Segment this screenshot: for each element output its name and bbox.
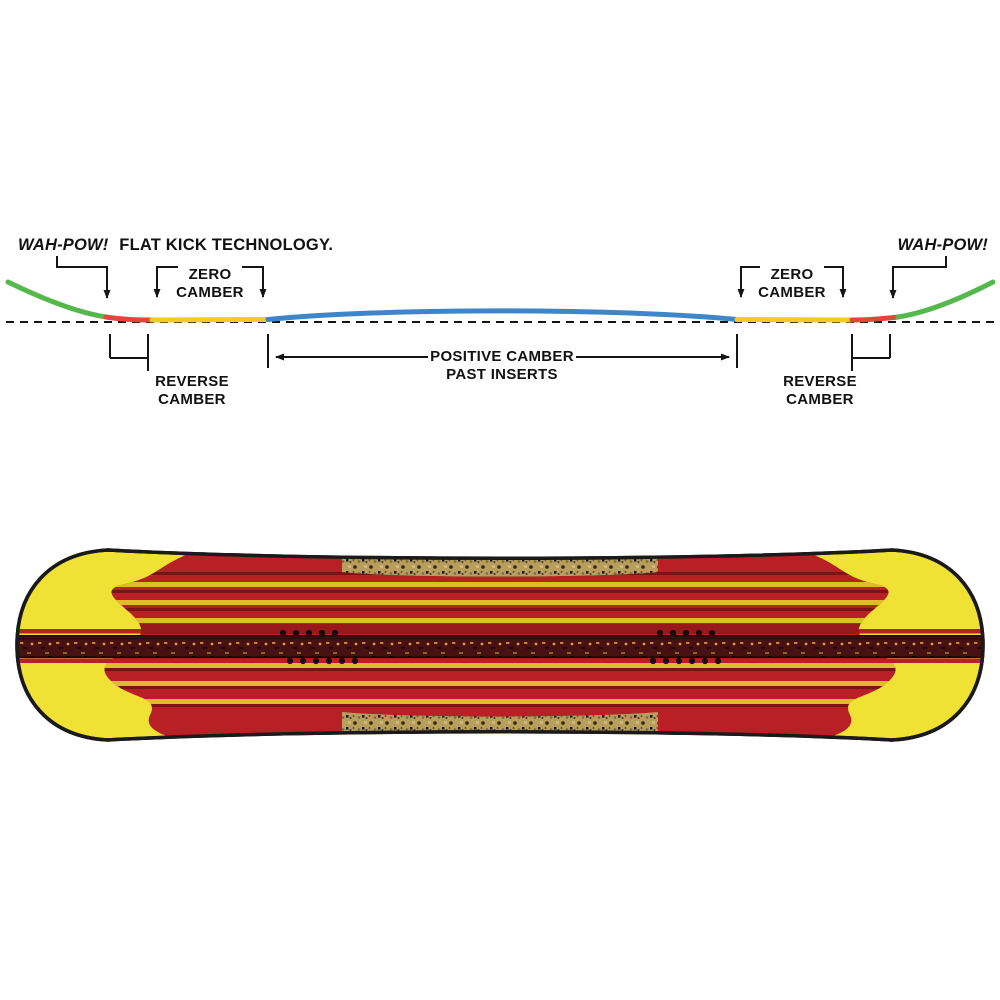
reverse-camber-label-right-line1: REVERSE	[783, 373, 857, 390]
reverse-camber-red-right	[849, 314, 901, 323]
red-body-stripes	[104, 572, 896, 707]
flat-kick-pointer-right	[889, 256, 947, 299]
tip-kick-green-right	[895, 279, 996, 320]
positive-camber-label-line2: PAST INSERTS	[446, 366, 558, 383]
zero-camber-yellow-left	[149, 317, 271, 323]
insert-group-left	[279, 629, 359, 665]
tip-kick-green-left	[5, 279, 109, 320]
camber-profile-diagram: WAH-POW! FLAT KICK TECHNOLOGY. WAH-POW! …	[5, 236, 996, 408]
reverse-camber-red-left	[103, 314, 155, 323]
center-band-border-top	[17, 635, 983, 637]
center-band-border-bottom	[17, 656, 983, 659]
reverse-camber-label-left-line1: REVERSE	[155, 373, 229, 390]
yellow-stripes	[104, 582, 896, 704]
insert-group-right	[649, 629, 722, 665]
positive-camber-label-line1: POSITIVE CAMBER	[430, 348, 574, 365]
flat-kick-text: FLAT KICK TECHNOLOGY.	[119, 236, 333, 254]
flat-kick-pointer-left	[56, 256, 111, 299]
board-graphics	[17, 550, 983, 740]
insert-holes	[279, 629, 722, 665]
flat-kick-callout-left: WAH-POW! FLAT KICK TECHNOLOGY.	[18, 236, 333, 254]
center-band-texture	[17, 636, 983, 657]
cork-patch-bottom-texture	[342, 712, 658, 740]
reverse-camber-label-right-line2: CAMBER	[786, 391, 854, 408]
board-outline	[15, 548, 985, 742]
reverse-camber-label-left-line2: CAMBER	[158, 391, 226, 408]
zero-camber-label-left-line2: CAMBER	[176, 284, 244, 301]
zero-camber-label-right-line1: ZERO	[771, 266, 814, 283]
positive-camber-blue	[265, 308, 740, 322]
snowboard-top-view	[15, 548, 985, 742]
cork-patch-top-texture	[342, 550, 658, 577]
zero-camber-yellow-right	[734, 317, 855, 323]
brand-wahpow-right: WAH-POW!	[898, 236, 989, 254]
zero-camber-label-right-line2: CAMBER	[758, 284, 826, 301]
brand-wahpow-left: WAH-POW!	[18, 236, 109, 254]
zero-camber-label-left-line1: ZERO	[189, 266, 232, 283]
